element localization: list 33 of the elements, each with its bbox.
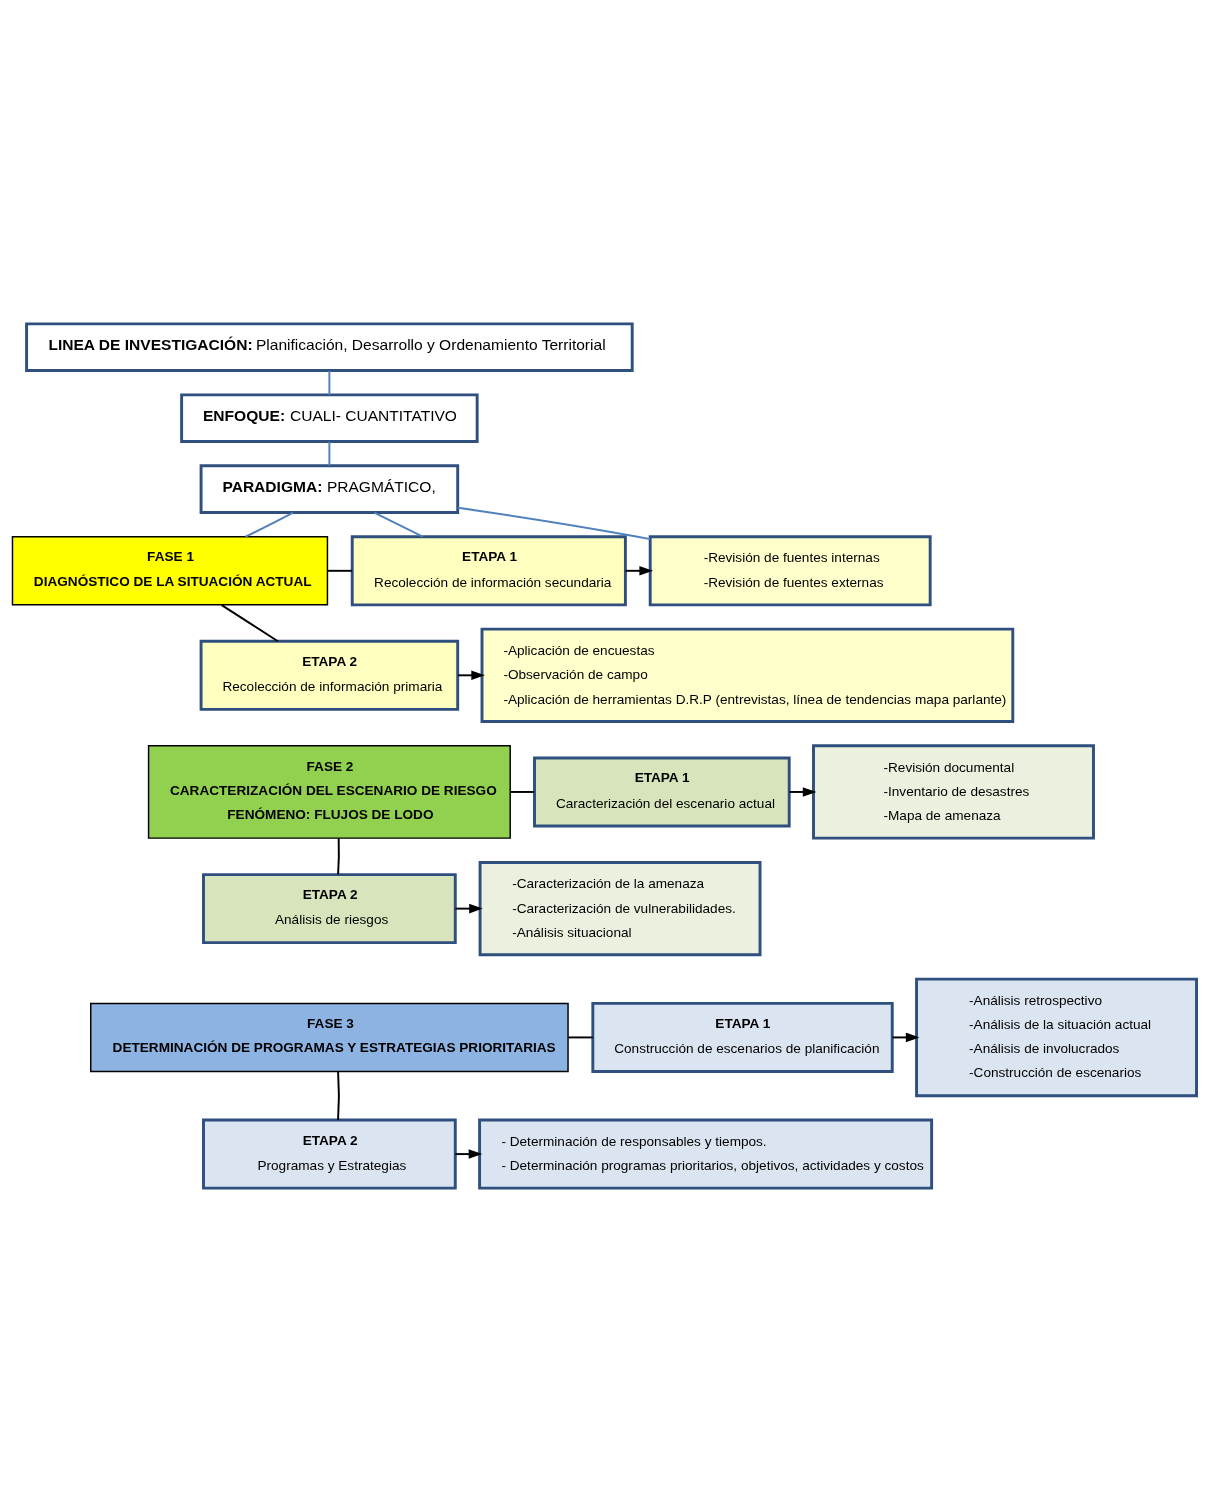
connector — [326, 569, 354, 572]
connector — [337, 1070, 340, 1121]
node-box: ETAPA 2 Análisis de riesgos — [202, 873, 457, 945]
arrow — [624, 566, 653, 576]
node-box: -Revisión de fuentes internas -Revisión de fuentes externas — [648, 535, 932, 607]
connector — [337, 837, 340, 876]
node-box: ETAPA 2 Programas y Estrategias — [202, 1118, 457, 1190]
node-box: -Aplicación de encuestas -Observación de campo -Aplicación de herramientas D.R.P (entrevistas, línea de tendencias mapa parlante) — [480, 627, 1015, 723]
connector — [456, 506, 652, 541]
node-box: -Caracterización de la amenaza -Caracterización de vulnerabilidades. -Análisis situacional — [478, 861, 762, 957]
connector — [220, 604, 279, 643]
node-box: ETAPA 1 Recolección de información secundaria — [350, 535, 627, 607]
node-box: -Revisión documental -Inventario de desastres -Mapa de amenaza — [812, 744, 1095, 840]
connector — [328, 369, 331, 396]
node-box: PARADIGMA: PRAGMÁTICO, — [199, 464, 460, 514]
node-box: LINEA DE INVESTIGACIÓN: Planificación, Desarrollo y Ordenamiento Territorial — [25, 322, 634, 372]
node-box: - Determinación de responsables y tiempos. - Determinación programas prioritarios, objetivos, actividades y costos — [478, 1118, 934, 1190]
node-box: FASE 2 CARACTERIZACIÓN DEL ESCENARIO DE RIESGO FENÓMENO: FLUJOS DE LODO — [147, 745, 511, 839]
arrow — [457, 670, 485, 681]
arrow — [891, 1032, 920, 1043]
arrow — [788, 787, 817, 797]
node-box: FASE 3 DETERMINACIÓN DE PROGRAMAS Y ESTRATEGIAS PRIORITARIAS — [90, 1002, 569, 1073]
node-box: ETAPA 1 Construcción de escenarios de planificación — [591, 1001, 894, 1073]
node-box: ETAPA 1 Caracterización del escenario actual — [533, 756, 791, 828]
arrow — [454, 903, 483, 914]
node-box: ETAPA 2 Recolección de información primaria — [199, 639, 460, 711]
arrow — [454, 1149, 483, 1159]
connector — [567, 1036, 594, 1039]
node-box: FASE 1 DIAGNÓSTICO DE LA SITUACIÓN ACTUAL — [11, 536, 329, 606]
node-box: -Análisis retrospectivo -Análisis de la situación actual -Análisis de involucrados -Construcción de escenarios — [915, 977, 1198, 1098]
connector — [509, 791, 536, 793]
connector — [328, 440, 331, 467]
node-box: ENFOQUE: CUALI- CUANTITATIVO — [180, 393, 479, 443]
